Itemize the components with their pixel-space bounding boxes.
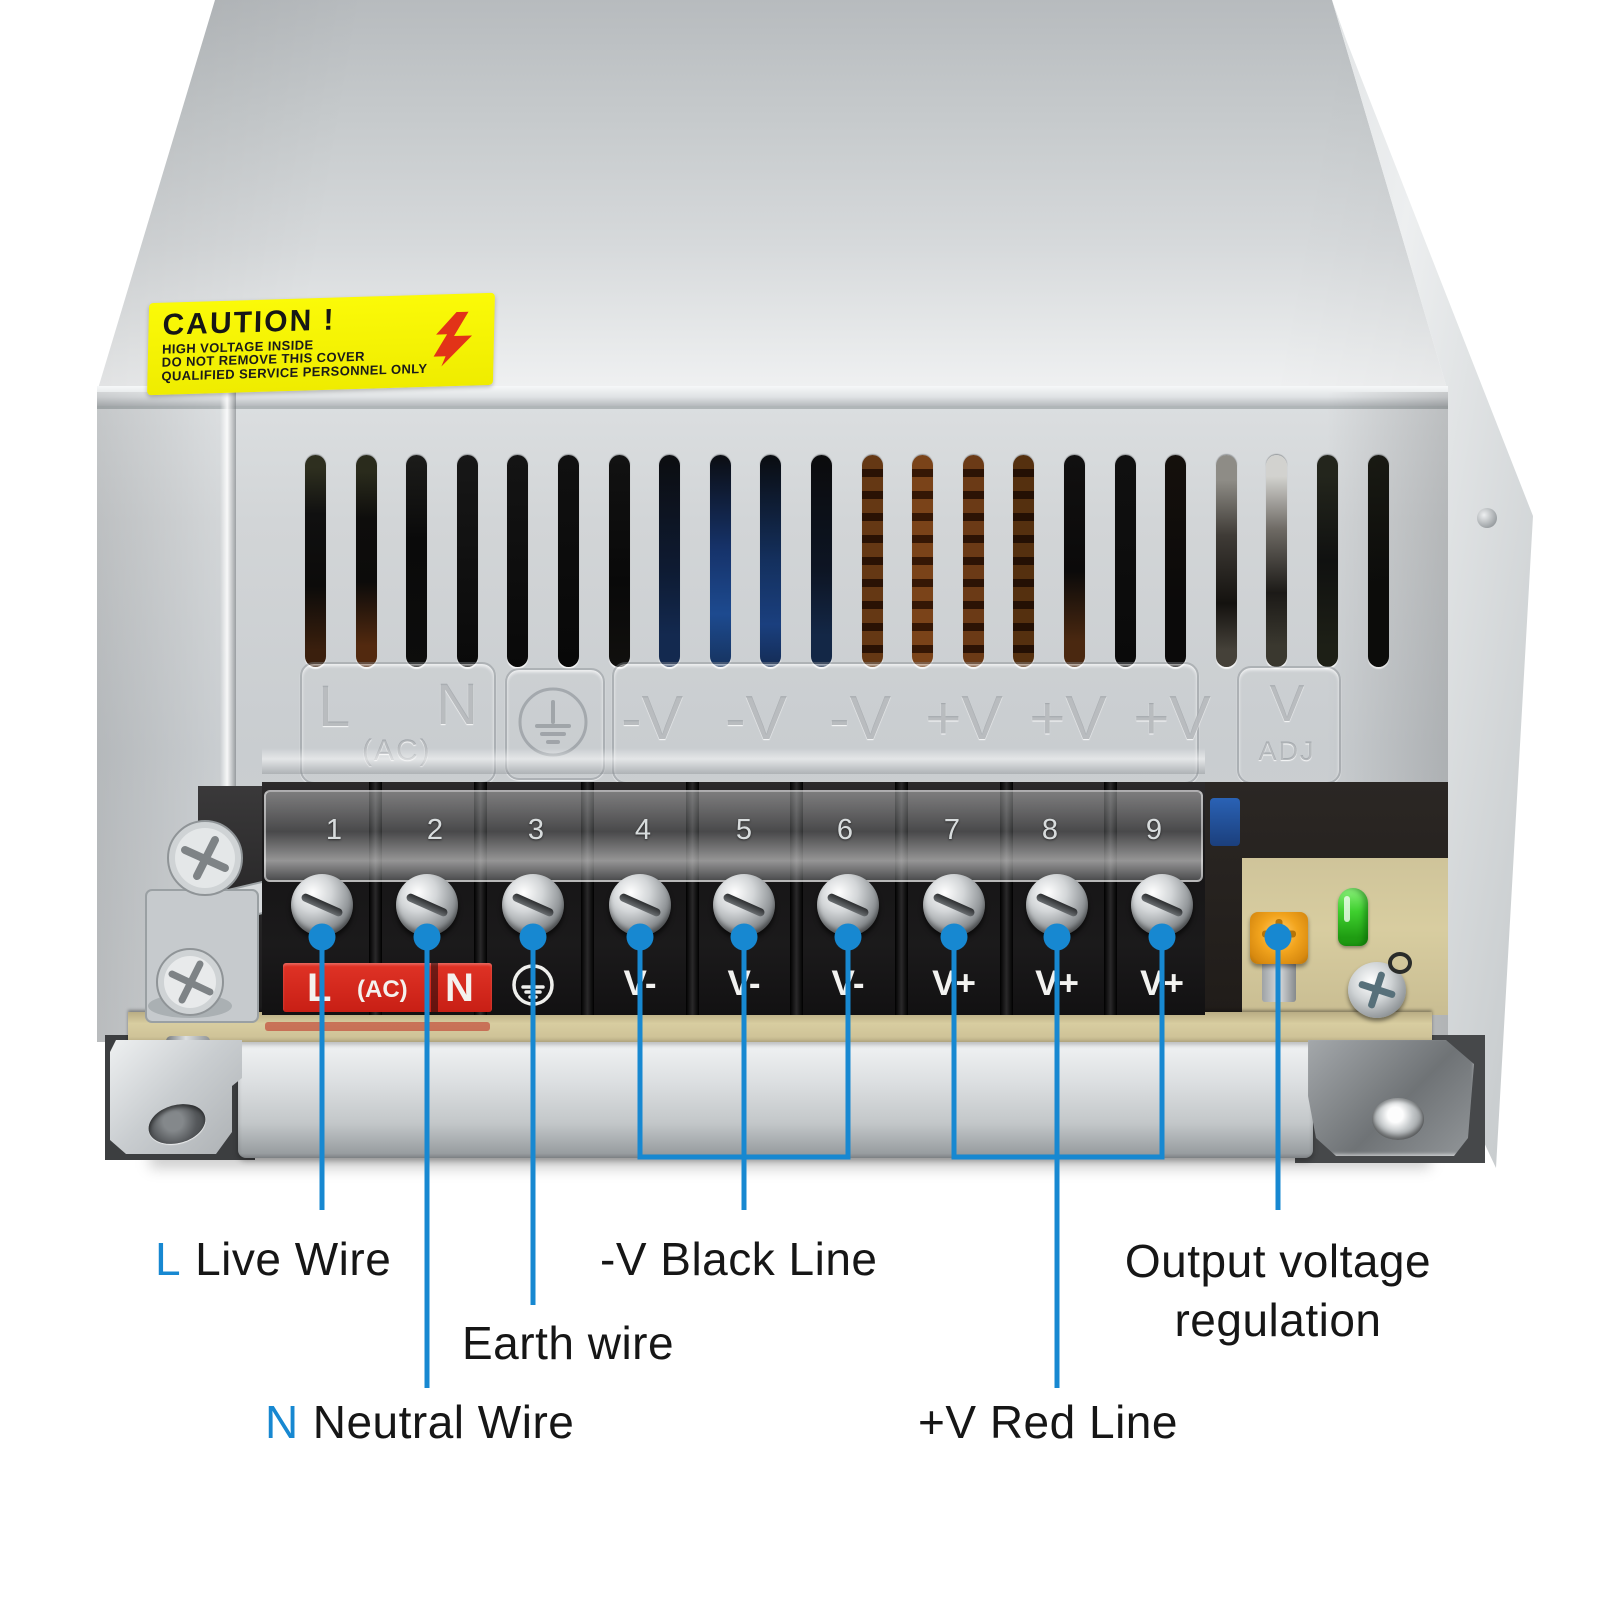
front-panel-crease (262, 748, 1205, 774)
terminal-screw (291, 874, 353, 936)
annotation-output-line1: Output voltage (1124, 1235, 1432, 1287)
cover-number-2: 2 (426, 814, 444, 846)
terminal-label-vminus-1: V- (623, 964, 657, 1003)
cover-number-7: 7 (943, 814, 961, 846)
vent-slot (1114, 455, 1136, 667)
terminal-label-vplus-1: V+ (932, 964, 976, 1003)
vent-slot (861, 455, 883, 667)
cover-number-4: 4 (634, 814, 652, 846)
vent-slot (406, 455, 428, 667)
embossed-vplus-3: +V (1133, 684, 1211, 753)
ac-label-ac: (AC) (357, 976, 408, 1003)
terminal-clear-cover: 1 2 3 4 5 6 7 8 9 (264, 790, 1203, 882)
earth-ground-icon (512, 964, 554, 1006)
front-panel-seam (97, 406, 1448, 409)
blue-capacitor (1210, 798, 1240, 846)
embossed-vminus-1: -V (621, 684, 683, 753)
vent-slot (1367, 455, 1389, 667)
vent-slot (1317, 455, 1338, 667)
vent-slot (456, 455, 478, 667)
terminal-screw (396, 874, 458, 936)
annotation-earth-wire: Earth wire (462, 1316, 674, 1370)
ac-label-neutral: N (445, 966, 474, 1010)
annotation-v-plus-text: +V Red Line (918, 1396, 1178, 1448)
terminal-label-vplus-2: V+ (1035, 964, 1079, 1003)
annotation-v-plus: +V Red Line (918, 1395, 1178, 1449)
terminal-block: 1 2 3 4 5 6 7 8 9 L (AC) N V- V- (262, 782, 1205, 1015)
right-mounting-hole (1372, 1098, 1424, 1140)
voltage-adjust-potentiometer (1250, 912, 1308, 964)
annotation-live-prefix: L (155, 1233, 182, 1285)
lightning-bolt-icon (433, 311, 473, 367)
ac-label-live: L (307, 966, 332, 1010)
vent-slot (305, 455, 326, 667)
embossed-vplus-2: +V (1029, 684, 1107, 753)
vent-slot (659, 455, 681, 667)
annotation-neutral-text: Neutral Wire (312, 1396, 575, 1448)
annotation-v-minus-text: -V Black Line (600, 1233, 878, 1285)
vent-slot (962, 455, 984, 667)
side-panel-screw (1477, 508, 1497, 528)
vent-slot (558, 455, 579, 667)
annotation-output-regulation: Output voltage regulation (1080, 1232, 1476, 1350)
embossed-vadj-adj: ADJ (1258, 736, 1316, 766)
terminal-label-vminus-2: V- (727, 964, 761, 1003)
terminal-screw (923, 874, 985, 936)
annotation-live-text: Live Wire (195, 1233, 392, 1285)
embossed-live: L (318, 674, 351, 739)
vent-slot (1266, 455, 1288, 667)
embossed-neutral: N (436, 672, 478, 737)
embossed-earth-panel (505, 668, 605, 780)
cover-number-3: 3 (527, 814, 545, 846)
vent-slot (811, 455, 832, 667)
annotation-neutral-prefix: N (265, 1396, 299, 1448)
cover-number-9: 9 (1145, 814, 1163, 846)
power-led (1338, 888, 1368, 946)
vent-slot (1064, 455, 1085, 667)
terminal-screw (817, 874, 879, 936)
terminal-screw (1026, 874, 1088, 936)
terminal-screw (609, 874, 671, 936)
vent-slot (1215, 455, 1237, 667)
embossed-vadj-v: V (1269, 675, 1305, 733)
annotation-earth-text: Earth wire (462, 1317, 675, 1369)
potentiometer-legs (1262, 962, 1296, 1002)
ac-input-label: L (AC) N (283, 963, 492, 1012)
vent-slot (760, 455, 782, 667)
vent-slot (709, 455, 731, 667)
cover-number-6: 6 (836, 814, 854, 846)
cover-number-1: 1 (325, 814, 343, 846)
terminal-label-vplus-3: V+ (1140, 964, 1184, 1003)
cover-number-5: 5 (735, 814, 753, 846)
vent-slot (912, 455, 934, 667)
terminal-screw (502, 874, 564, 936)
annotation-v-minus: -V Black Line (600, 1232, 878, 1286)
embossed-vminus-2: -V (725, 684, 787, 753)
vent-slot (355, 455, 377, 667)
embossed-vminus-3: -V (829, 684, 891, 753)
vent-slot (608, 455, 630, 667)
vent-slot (507, 455, 529, 667)
terminal-label-vminus-3: V- (831, 964, 865, 1003)
caution-label: CAUTION ! HIGH VOLTAGE INSIDE DO NOT REM… (147, 292, 495, 396)
annotation-output-line2: regulation (1174, 1293, 1382, 1346)
terminal-screw (713, 874, 775, 936)
terminal-screw (1131, 874, 1193, 936)
cover-number-8: 8 (1041, 814, 1059, 846)
chassis-base (238, 1042, 1313, 1158)
pcb-red-marking (265, 1022, 490, 1031)
embossed-vplus-1: +V (925, 684, 1003, 753)
pcb-hole-ring (1388, 952, 1412, 974)
vent-slot (1165, 455, 1187, 667)
vent-slot (1013, 455, 1035, 667)
front-panel-top-edge (97, 386, 1448, 406)
